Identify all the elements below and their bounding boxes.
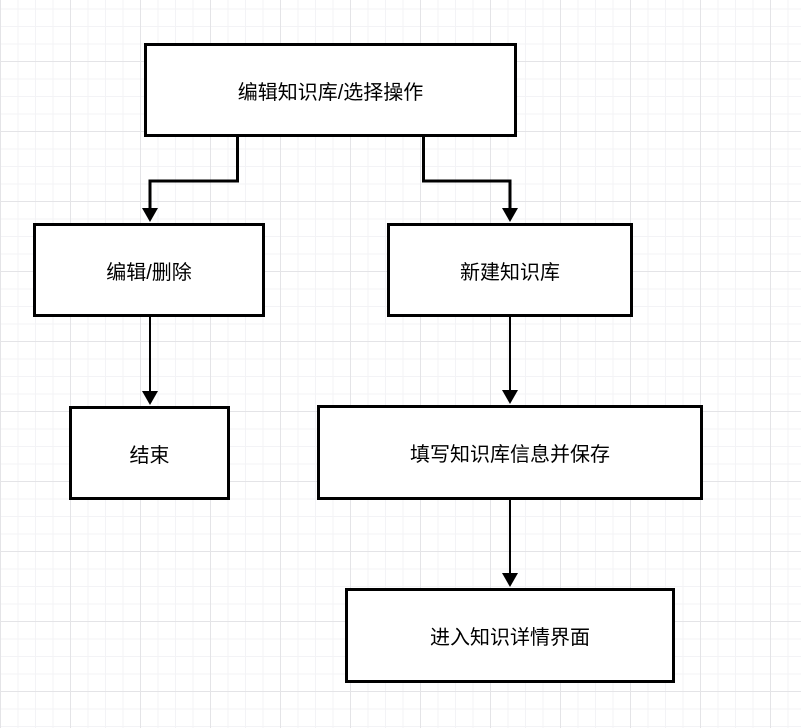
flow-node-label: 进入知识详情界面 — [430, 627, 590, 649]
flow-node-end[interactable]: 结束 — [69, 406, 230, 500]
flow-node-fill-info-save[interactable]: 填写知识库信息并保存 — [317, 405, 703, 500]
flow-node-edit-delete[interactable]: 编辑/删除 — [33, 223, 265, 317]
arrowhead-icon — [142, 391, 158, 405]
arrowhead-icon — [502, 208, 518, 222]
edge-select-operation-to-create-kb[interactable] — [422, 137, 519, 222]
flow-node-label: 填写知识库信息并保存 — [410, 444, 610, 466]
arrowhead-icon — [502, 573, 518, 587]
edge-select-operation-to-edit-delete[interactable] — [142, 137, 239, 222]
flow-node-label: 新建知识库 — [460, 261, 560, 284]
flow-node-label: 编辑知识库/选择操作 — [237, 81, 424, 104]
flow-node-create-kb[interactable]: 新建知识库 — [387, 223, 633, 317]
edge-edit-delete-to-end[interactable] — [142, 317, 158, 405]
flow-node-label: 结束 — [129, 444, 170, 467]
arrowhead-icon — [502, 390, 518, 404]
flow-node-select-operation[interactable]: 编辑知识库/选择操作 — [144, 43, 517, 137]
arrowhead-icon — [142, 208, 158, 222]
flow-node-kb-detail-page[interactable]: 进入知识详情界面 — [345, 588, 675, 683]
flow-node-label: 编辑/删除 — [106, 261, 192, 284]
edge-create-kb-to-fill-info-save[interactable] — [502, 317, 518, 404]
edge-fill-info-save-to-kb-detail-page[interactable] — [502, 500, 518, 587]
